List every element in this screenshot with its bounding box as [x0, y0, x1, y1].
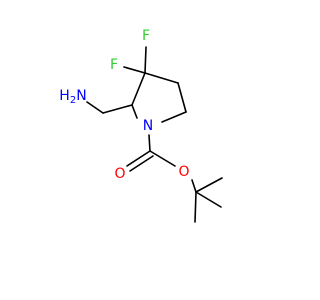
- bond-c3-f1: [144, 46, 147, 74]
- amine-h: H: [59, 88, 70, 104]
- ring-nitrogen-label: N: [143, 118, 153, 134]
- bond-c2-ch2: [102, 104, 133, 114]
- bonds: [86, 46, 223, 223]
- ester-oxygen-label: O: [178, 164, 189, 180]
- fluorine-label: F: [142, 28, 150, 44]
- molecule-drawing: F F H2N N O O: [59, 28, 223, 223]
- structure-canvas: F F H2N N O O: [59, 28, 223, 223]
- bond-n1-cco: [148, 134, 151, 152]
- bond-c3-c4: [144, 72, 179, 84]
- bond-c2-c3: [131, 72, 146, 106]
- amine-subscript: 2: [70, 95, 76, 106]
- atom-labels: F F H2N N O O: [59, 28, 189, 182]
- carbonyl-oxygen-label: O: [114, 166, 125, 182]
- bond-cco-o-double-a: [126, 150, 151, 167]
- bond-cq-me3: [194, 191, 197, 223]
- fluorine-label: F: [110, 57, 118, 73]
- bond-cco-o-double-b: [129, 155, 154, 172]
- bond-cq-me2: [195, 191, 222, 208]
- bond-ch2-n: [86, 101, 104, 114]
- bond-cq-me1: [195, 177, 223, 193]
- bond-o-cq: [191, 179, 197, 193]
- bond-c4-c5: [177, 82, 187, 113]
- bond-cco-o-single: [149, 150, 176, 167]
- bond-c3-f2: [123, 66, 146, 74]
- bond-c5-n1: [161, 111, 187, 123]
- amine-label: H2N: [59, 88, 86, 106]
- bond-n1-c2: [131, 104, 138, 119]
- amine-n: N: [76, 88, 86, 104]
